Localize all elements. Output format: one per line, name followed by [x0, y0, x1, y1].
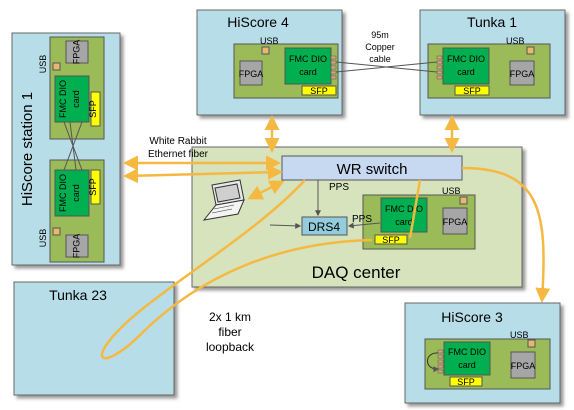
copper-cable-crossed [63, 121, 83, 171]
pps-label: PPS [329, 182, 349, 193]
daq-board: USB FPGA FMC DIO card SFP [362, 186, 476, 250]
station-hiscore-3: HiScore 3 USB FPGA FMC DIO card SFP [404, 302, 561, 404]
pps-connections [269, 180, 381, 229]
fmc-label-line1: FMC DIO [448, 347, 486, 357]
fmc-dio-card [443, 341, 491, 376]
usb-label: USB [38, 229, 48, 248]
fpga-chip [65, 40, 89, 64]
fiber-loopback [100, 179, 373, 360]
station-hiscore-4: HiScore 4 USB FPGA FMC DIO card SFP [196, 9, 343, 116]
fiber-laptop [247, 180, 285, 200]
fmc-label-line1: FMC DIO [58, 174, 68, 212]
usb-label: USB [38, 55, 48, 74]
fmc-dio-card [284, 47, 332, 85]
usb-port [261, 46, 270, 55]
fiber-daq-board [408, 179, 422, 239]
copper-cable [335, 61, 438, 73]
usb-port [527, 339, 536, 348]
station-title: HiScore 3 [441, 309, 503, 325]
fmc-label-line2: card [457, 67, 475, 77]
usb-label: USB [510, 330, 529, 340]
station-tunka-23: Tunka 23 [13, 281, 175, 396]
wr-switch: WR switch [281, 155, 463, 181]
drs4-digitizer: DRS4 [301, 216, 348, 236]
sfp-label: SFP [88, 100, 98, 118]
usb-port [52, 62, 61, 71]
loopback-label-line1: 2x 1 km [209, 310, 251, 324]
usb-port [526, 46, 535, 55]
fmc-dio-card [442, 47, 490, 85]
fpga-label: FPGA [443, 217, 468, 227]
fpga-chip [509, 60, 535, 86]
fmc-dio-card [380, 197, 428, 233]
fmc-label-line1: FMC DIO [385, 204, 423, 214]
loopback-cable [427, 352, 440, 373]
copper-cable-label-line2: Copper [365, 42, 395, 52]
fpga-label: FPGA [239, 69, 264, 79]
laptop-icon [202, 179, 245, 221]
sfp-label: SFP [382, 235, 400, 245]
station-hiscore-1: HiScore station 1 FPGA USB FMC DIO card … [11, 32, 121, 266]
fiber-hiscore1-lower [123, 164, 283, 184]
wr-fiber-label-line1: White Rabbit [149, 136, 206, 147]
usb-label: USB [260, 36, 279, 46]
fpga-label: FPGA [510, 69, 535, 79]
fpga-label: FPGA [71, 234, 81, 259]
station-tunka-1: Tunka 1 USB FPGA FMC DIO card SFP [419, 9, 566, 116]
sfp-module [374, 234, 408, 245]
pps-label: PPS [352, 214, 372, 225]
usb-label: USB [442, 186, 461, 196]
copper-cable-label-line1: 95m [371, 30, 389, 40]
fiber-hiscore3 [461, 166, 551, 303]
loopback-label-line3: loopback [206, 340, 255, 354]
sfp-module [449, 376, 483, 387]
usb-label: USB [506, 36, 525, 46]
fmc-dio-card [54, 75, 90, 123]
fpga-chip [442, 207, 468, 235]
fmc-label-line2: card [458, 360, 476, 370]
fmc-label-line2: card [395, 217, 413, 227]
lemo-connectors [436, 55, 443, 80]
loopback-label-line2: fiber [218, 325, 241, 339]
sfp-module [301, 85, 337, 96]
usb-port [459, 196, 468, 205]
station-title: HiScore 4 [227, 14, 289, 30]
fmc-label-line1: FMC DIO [289, 54, 327, 64]
station-title: Tunka 1 [467, 14, 517, 30]
wr-fiber-label-line2: Ethernet fiber [148, 149, 209, 160]
lemo-connectors [437, 349, 444, 374]
drs4-label: DRS4 [308, 220, 340, 234]
station-title: HiScore station 1 [19, 92, 36, 206]
fmc-label-line1: FMC DIO [447, 54, 485, 64]
wr-switch-label: WR switch [337, 161, 408, 178]
fpga-chip [239, 60, 263, 86]
fmc-label-line2: card [299, 67, 317, 77]
sfp-module [454, 85, 490, 96]
fpga-chip [510, 351, 536, 379]
copper-cable-label-line3: cable [369, 54, 391, 64]
fpga-label: FPGA [511, 361, 536, 371]
fiber-links [100, 115, 551, 360]
usb-port [52, 227, 61, 236]
fmc-dio-card [54, 169, 90, 217]
sfp-module [90, 169, 101, 205]
fmc-label-line1: FMC DIO [58, 80, 68, 118]
sfp-label: SFP [457, 377, 475, 387]
sfp-label: SFP [463, 86, 481, 96]
fpga-label: FPGA [71, 40, 81, 65]
fmc-label-line2: card [71, 184, 81, 202]
fmc-label-line2: card [71, 90, 81, 108]
sfp-module [90, 91, 101, 127]
station-title: Tunka 23 [49, 287, 107, 303]
fpga-chip [65, 234, 89, 258]
daq-center-title: DAQ center [312, 263, 401, 282]
sfp-label: SFP [88, 178, 98, 196]
sfp-label: SFP [310, 86, 328, 96]
